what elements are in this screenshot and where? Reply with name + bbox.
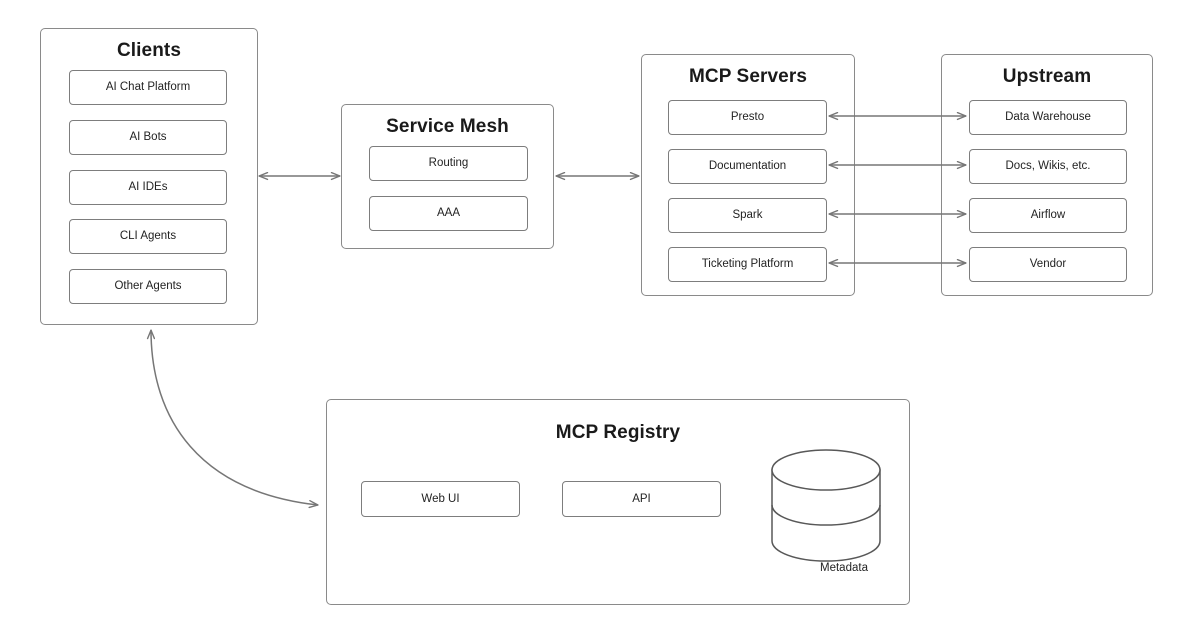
node-spark[interactable]: Spark	[668, 198, 827, 233]
node-vendor[interactable]: Vendor	[969, 247, 1127, 282]
node-presto[interactable]: Presto	[668, 100, 827, 135]
node-ai-ides[interactable]: AI IDEs	[69, 170, 227, 205]
node-documentation[interactable]: Documentation	[668, 149, 827, 184]
node-web-ui[interactable]: Web UI	[361, 481, 520, 517]
node-ai-chat-platform[interactable]: AI Chat Platform	[69, 70, 227, 105]
group-service-mesh-title: Service Mesh	[386, 116, 509, 137]
group-mcp-registry-title: MCP Registry	[555, 422, 681, 443]
node-api[interactable]: API	[562, 481, 721, 517]
node-docs-wikis[interactable]: Docs, Wikis, etc.	[969, 149, 1127, 184]
node-airflow[interactable]: Airflow	[969, 198, 1127, 233]
group-service-mesh[interactable]: Service Mesh Routing AAA	[341, 104, 554, 249]
group-mcp-registry[interactable]: MCP Registry Web UI API Metadata	[326, 399, 910, 605]
node-ticketing-platform[interactable]: Ticketing Platform	[668, 247, 827, 282]
node-routing[interactable]: Routing	[369, 146, 528, 181]
node-aaa[interactable]: AAA	[369, 196, 528, 231]
node-other-agents[interactable]: Other Agents	[69, 269, 227, 304]
node-cli-agents[interactable]: CLI Agents	[69, 219, 227, 254]
group-clients-title: Clients	[116, 40, 182, 61]
node-ai-bots[interactable]: AI Bots	[69, 120, 227, 155]
group-upstream-title: Upstream	[1002, 66, 1092, 87]
edge-mcp-registry-clients	[151, 330, 318, 505]
datastore-metadata-label: Metadata	[820, 562, 868, 574]
group-mcp-servers[interactable]: MCP Servers Presto Documentation Spark T…	[641, 54, 855, 296]
node-data-warehouse[interactable]: Data Warehouse	[969, 100, 1127, 135]
group-mcp-servers-title: MCP Servers	[689, 66, 807, 87]
group-upstream[interactable]: Upstream Data Warehouse Docs, Wikis, etc…	[941, 54, 1153, 296]
group-clients[interactable]: Clients AI Chat Platform AI Bots AI IDEs…	[40, 28, 258, 325]
